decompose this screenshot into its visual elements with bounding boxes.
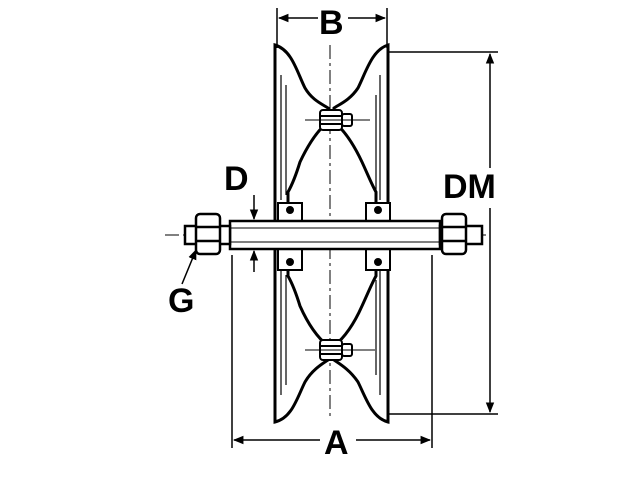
- axle: [183, 219, 484, 251]
- right-nut: [440, 212, 468, 256]
- label-dm: DM: [443, 168, 496, 206]
- dimension-dm: [388, 51, 498, 415]
- leader-g: [181, 249, 197, 285]
- nuts: [194, 212, 468, 256]
- dimension-d: [244, 195, 264, 272]
- top-bolt: [305, 109, 370, 131]
- label-a: A: [324, 424, 349, 462]
- label-b: B: [319, 4, 344, 42]
- label-g: G: [168, 282, 195, 320]
- left-nut: [194, 212, 222, 256]
- dimension-a: [231, 255, 433, 448]
- dimension-b: [276, 8, 388, 48]
- rim: [273, 42, 390, 424]
- rim-left-outer: [273, 42, 330, 424]
- label-d: D: [224, 160, 249, 198]
- rim-hatching: [280, 75, 381, 395]
- bottom-bolt: [305, 339, 375, 361]
- rim-right-outer: [332, 42, 390, 424]
